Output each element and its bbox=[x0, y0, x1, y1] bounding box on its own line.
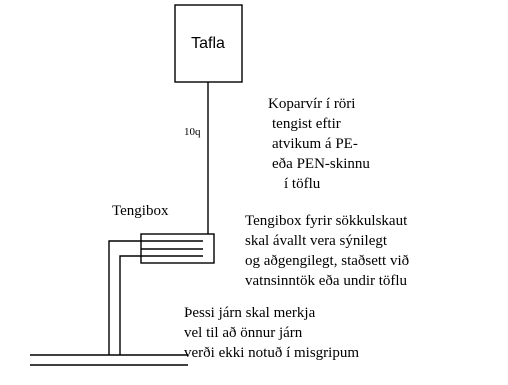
panel-label: Tafla bbox=[191, 35, 225, 52]
wire-note-line: í töflu bbox=[284, 176, 321, 192]
junction-box-note-line: og aðgengilegt, staðsett við bbox=[245, 253, 409, 269]
wire-note: Koparvír í röri tengist eftir atvikum á … bbox=[268, 96, 370, 192]
grounding-iron-outer bbox=[108, 240, 141, 355]
junction-box-note: Tengibox fyrir sökkulskaut skal ávallt v… bbox=[245, 213, 409, 289]
wire-note-line: Koparvír í röri bbox=[268, 96, 355, 112]
junction-box-note-line: vatnsinntök eða undir töflu bbox=[245, 273, 408, 289]
grounding-iron-inner bbox=[119, 255, 141, 355]
iron-note-line: verði ekki notuð í misgripum bbox=[184, 345, 359, 361]
iron-note: Þessi járn skal merkja vel til að önnur … bbox=[184, 305, 359, 361]
iron-note-line: Þessi járn skal merkja bbox=[184, 305, 316, 321]
wire-note-line: eða PEN-skinnu bbox=[272, 156, 370, 172]
junction-box-note-line: Tengibox fyrir sökkulskaut bbox=[245, 213, 408, 229]
junction-box-note-line: skal ávallt vera sýnilegt bbox=[245, 233, 388, 249]
junction-box-label: Tengibox bbox=[112, 203, 169, 219]
wire-size-label: 10q bbox=[184, 126, 201, 138]
iron-note-line: vel til að önnur járn bbox=[184, 325, 303, 341]
wire-note-line: atvikum á PE- bbox=[272, 136, 358, 152]
wire-note-line: tengist eftir bbox=[272, 116, 341, 132]
